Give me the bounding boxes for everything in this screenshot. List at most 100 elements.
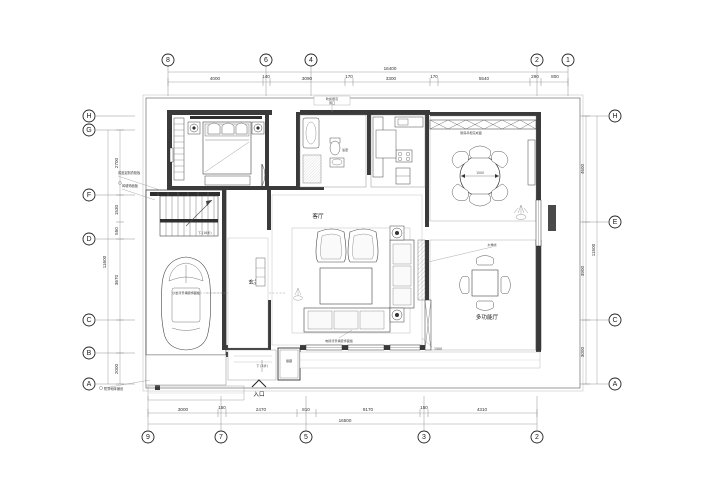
bathroom: 浴室: [299, 114, 367, 188]
ceiling-beam: [429, 119, 537, 130]
dim-bottom-seg-6: 4310: [477, 407, 488, 412]
kitchen-note-label: 厨房吊柜完成面: [460, 130, 482, 135]
grid-label-top-0: 8: [166, 57, 170, 64]
entry-step-note: 下 (3步): [256, 363, 268, 368]
grid-markers-top: 8 6 4 2 1: [161, 53, 575, 96]
annotation-left-cabinet: 成品定制衣柜板 砖墙饰面板: [117, 170, 161, 201]
grid-label-top-3: 2: [535, 57, 539, 64]
toilet: [329, 137, 341, 156]
grid-label-bottom-1: 7: [219, 434, 223, 441]
bedroom-top-left: [169, 116, 266, 187]
annotation-ceiling-top: 吹拔层高 洞口: [313, 95, 351, 112]
terrace: [299, 351, 541, 369]
dim-top-seg-4: 3300: [386, 76, 397, 81]
grid-label-bottom-4: 2: [535, 434, 539, 441]
foyer-label: 玄关: [248, 278, 260, 286]
dining-area: 厨房吊柜完成面 1500: [429, 115, 537, 222]
grid-bubble-top-2: 4: [304, 53, 318, 96]
ceiling-note-line1: 吹拔层高: [326, 96, 338, 101]
bedroom-door: [261, 163, 266, 187]
dim-left-overall: 11600: [102, 255, 107, 268]
grid-bubble-bottom-4: 2: [530, 396, 544, 444]
window-right: [535, 199, 542, 247]
grid-label-top-1: 6: [264, 57, 268, 64]
grid-bubble-left-2: F: [82, 188, 135, 202]
dim-right-overall: 11500: [591, 243, 596, 256]
sofa-main: [303, 307, 391, 333]
windows-bottom: [305, 344, 421, 351]
annotation-floor-bottom: 防滑地砖铺设: [99, 379, 151, 391]
dim-top-seg-0: 4000: [210, 76, 221, 81]
mfr-chairs: [459, 255, 511, 311]
dim-top-overall: 16400: [384, 66, 397, 71]
side-table-top: [389, 225, 405, 241]
grid-label-right-1: E: [613, 219, 618, 226]
dim-top-seg-5: 170: [430, 74, 438, 79]
ceiling-note-line2: 洞口: [329, 100, 335, 105]
dim-left-seg-0: 2700: [114, 157, 119, 168]
floor-note-bottom: 防滑地砖铺设: [104, 386, 124, 391]
dim-right-seg-2: 3000: [580, 346, 585, 357]
dim-bottom-seg-5: 150: [420, 405, 428, 410]
cabinet-note-left: 成品定制衣柜板: [118, 170, 141, 175]
grid-label-right-0: H: [612, 113, 617, 120]
entrance-zone: 下 (3步) 入口: [227, 349, 277, 398]
entrance-arrow-icon: [251, 379, 267, 388]
grid-bubble-top-0: 8: [161, 53, 175, 96]
grid-label-left-5: B: [87, 350, 92, 357]
grid-label-left-2: F: [87, 192, 91, 199]
exterior-feature-right: [548, 205, 556, 231]
dim-bottom-seg-1: 150: [218, 405, 226, 410]
grid-label-left-3: D: [86, 236, 91, 243]
dim-bottom-seg-3: 810: [302, 407, 310, 412]
dim-right-seg-1: 3900: [580, 265, 585, 276]
grid-label-top-4: 1: [566, 57, 570, 64]
grid-bubble-left-3: D: [82, 232, 135, 246]
living-room: 客厅: [271, 194, 426, 346]
wall-note-left: 砖墙饰面板: [122, 183, 139, 188]
storage-closet: 储藏: [277, 347, 301, 381]
plant-living: [293, 287, 303, 301]
sliding-door-right: [424, 299, 432, 351]
grid-bubble-right-1: E: [575, 215, 622, 229]
dimension-chain-top: 4000 140 3090 170 3300 170 5540 290 800: [167, 74, 569, 86]
sofa-side: [389, 239, 415, 309]
kitchen: [370, 114, 426, 188]
annotation-sofa-back: 电视背景墙装饰面板: [325, 329, 353, 343]
grid-bubble-left-1: G: [82, 123, 135, 137]
entrance-label: 入口: [253, 391, 264, 398]
grid-label-right-3: A: [613, 381, 618, 388]
dimension-chain-bottom-overall: 16500: [148, 418, 537, 425]
grid-label-left-4: C: [86, 317, 91, 324]
annotation-corner-right: 1500: [421, 337, 442, 351]
dimension-chain-top-overall: 16400: [168, 66, 568, 73]
grid-bubble-left-6: A: [82, 377, 135, 391]
dim-left-seg-1: 1530: [114, 204, 119, 215]
corner-note-right: 1500: [434, 347, 442, 351]
armchair-right: [347, 228, 379, 263]
dim-left-seg-3: 3670: [114, 274, 119, 285]
dim-top-seg-8: 800: [551, 74, 559, 79]
grid-label-left-0: H: [86, 113, 91, 120]
grid-bubble-left-4: C: [82, 313, 135, 327]
multi-function-room-label: 多功能厅: [476, 313, 499, 321]
dim-top-seg-7: 290: [531, 74, 539, 79]
basin: [329, 157, 345, 168]
dimension-chain-left: 2700 1530 550 3670 2000 11600: [102, 129, 124, 385]
grid-label-left-1: G: [86, 127, 91, 134]
dim-bottom-seg-0: 3000: [178, 407, 189, 412]
grid-bubble-top-3: 2: [530, 53, 544, 96]
dim-top-seg-3: 170: [345, 74, 353, 79]
grid-bubble-top-4: 1: [561, 53, 575, 96]
wardrobe: [173, 117, 185, 181]
grid-bubble-left-0: H: [82, 109, 135, 123]
side-table-bottom: [389, 307, 405, 323]
dim-bottom-seg-4: 9170: [363, 407, 374, 412]
dim-bottom-seg-2: 2470: [256, 407, 267, 412]
dim-left-seg-2: 550: [114, 227, 119, 235]
storage-label: 储藏: [286, 358, 292, 363]
dimension-chain-right: 4600 3900 3000 11500: [580, 115, 598, 385]
garage-door: [150, 192, 220, 196]
